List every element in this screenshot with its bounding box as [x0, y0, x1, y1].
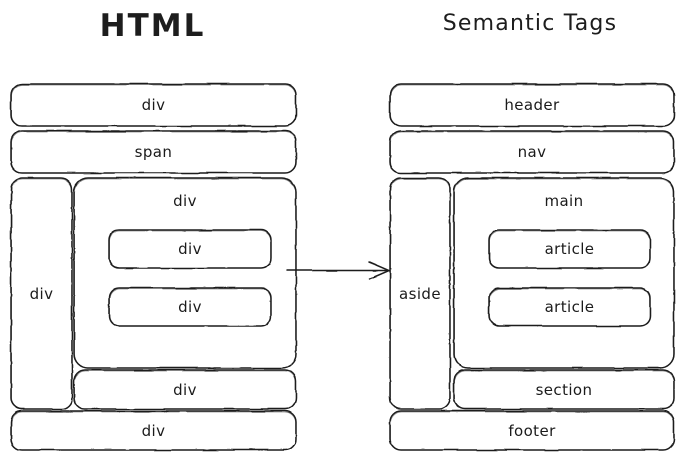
box-html-div-section[interactable]: div: [173, 380, 197, 399]
box-semantic-article-1[interactable]: article: [544, 240, 595, 258]
page-title-semantic-tags: Semantic Tags: [442, 11, 618, 36]
box-html-div-footer[interactable]: div: [141, 421, 166, 440]
box-semantic-header[interactable]: header: [504, 96, 560, 114]
box-semantic-nav[interactable]: nav: [517, 143, 547, 161]
box-html-div-main[interactable]: div: [173, 192, 197, 210]
left-panel-shapes: [10, 83, 297, 451]
box-semantic-main[interactable]: main: [544, 192, 584, 210]
box-html-div-inner-2[interactable]: div: [178, 298, 202, 316]
page-title-html: HTML: [99, 8, 206, 44]
box-html-span[interactable]: span: [134, 143, 173, 161]
box-semantic-aside[interactable]: aside: [399, 284, 441, 303]
arrow-right-icon: [286, 261, 390, 280]
box-html-div-aside[interactable]: div: [29, 284, 54, 303]
right-panel-shapes: [389, 83, 675, 451]
box-semantic-footer[interactable]: footer: [508, 421, 556, 440]
box-semantic-article-2[interactable]: article: [544, 298, 595, 316]
box-semantic-section[interactable]: section: [535, 380, 593, 399]
box-html-div-top[interactable]: div: [141, 96, 166, 114]
box-html-div-inner-1[interactable]: div: [178, 240, 202, 258]
